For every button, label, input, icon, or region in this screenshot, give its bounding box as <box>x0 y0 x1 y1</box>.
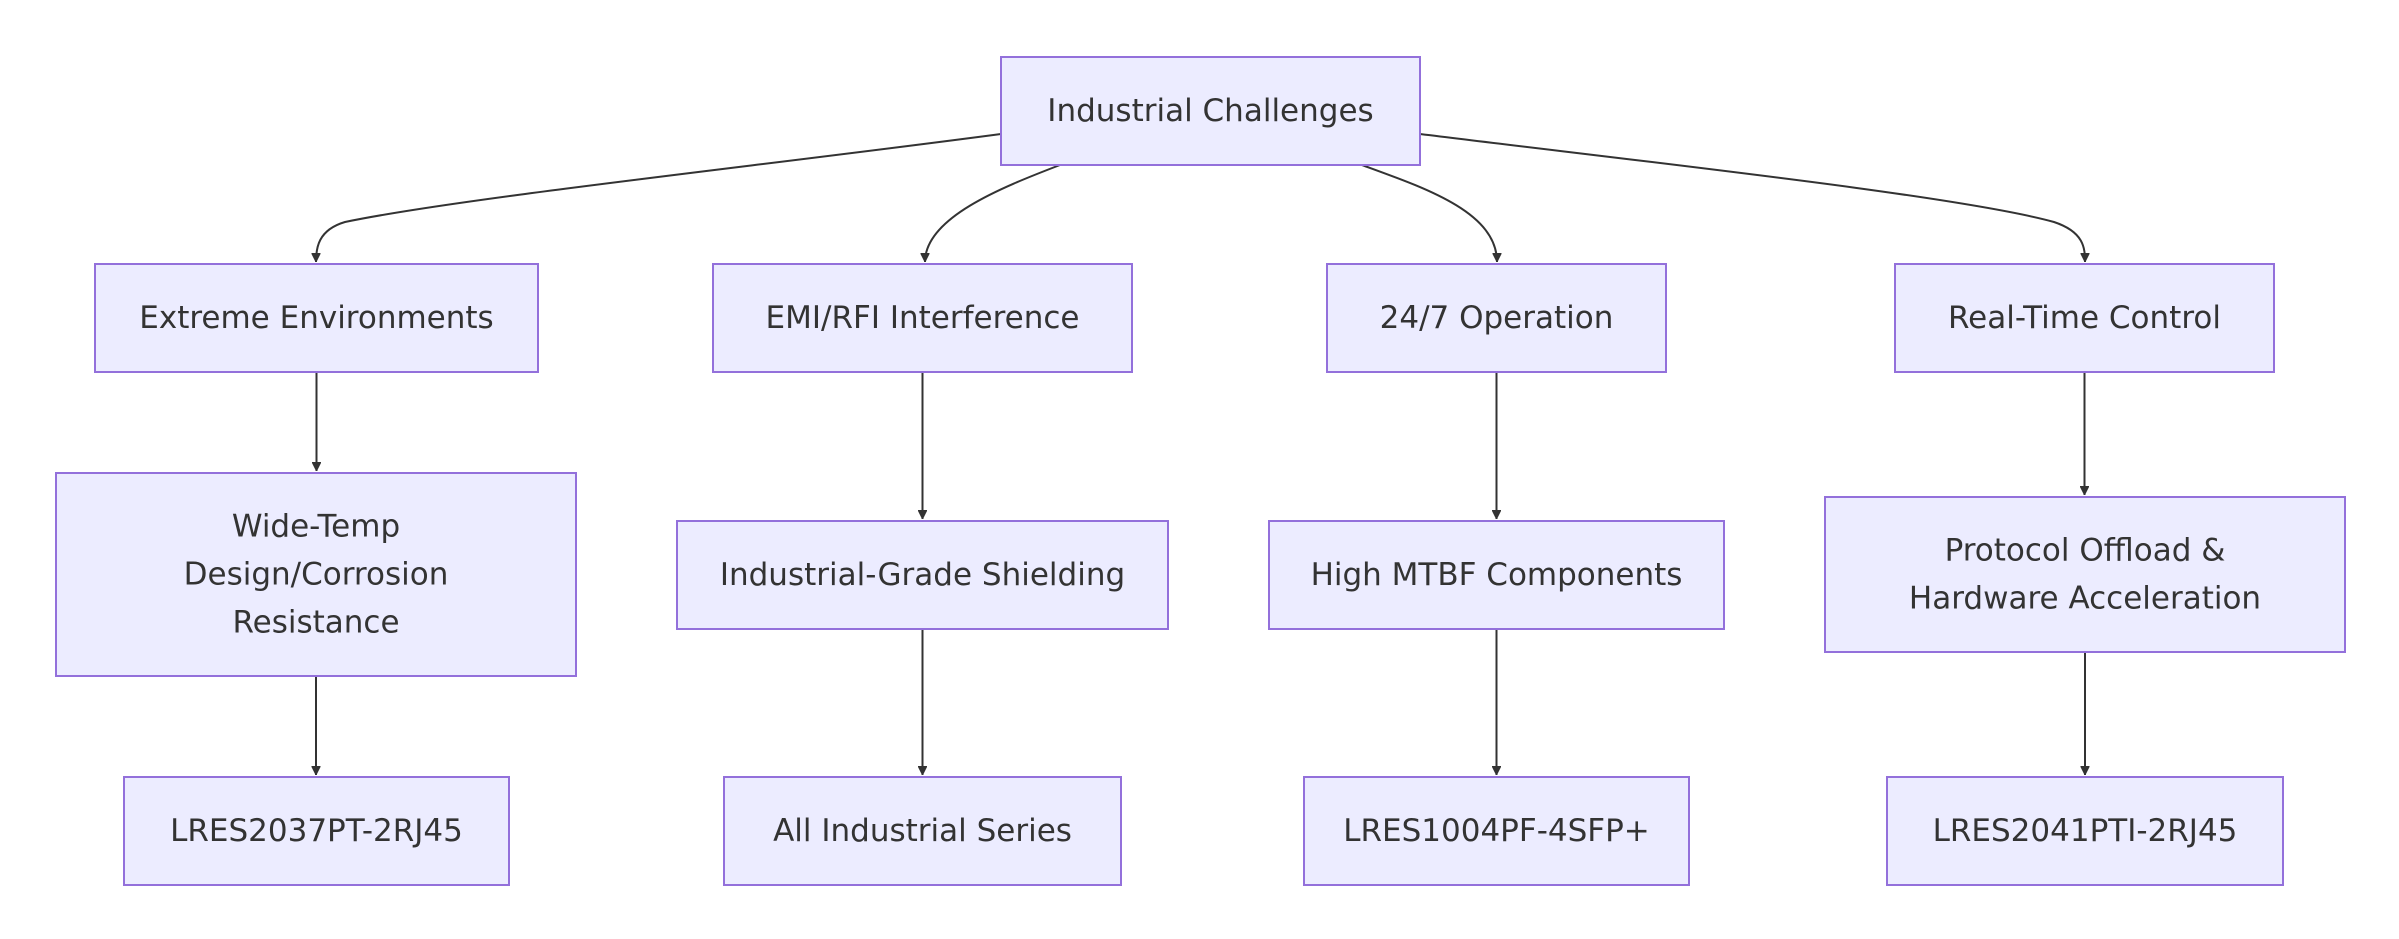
node-label: Real-Time Control <box>1948 300 2221 336</box>
node-lres2041: LRES2041PTI-2RJ45 <box>1886 776 2284 886</box>
node-realtime: Real-Time Control <box>1894 263 2275 373</box>
node-allseries: All Industrial Series <box>723 776 1122 886</box>
node-label: Industrial Challenges <box>1047 93 1373 129</box>
node-extreme: Extreme Environments <box>94 263 539 373</box>
node-box <box>55 472 577 677</box>
node-mtbf: High MTBF Components <box>1268 520 1725 630</box>
node-box <box>1894 263 2275 373</box>
node-label: LRES1004PF-4SFP+ <box>1343 813 1650 849</box>
edge-group <box>925 164 1061 262</box>
node-label: Hardware Acceleration <box>1909 581 2261 617</box>
edge-group <box>1419 133 2085 262</box>
node-box <box>1326 263 1667 373</box>
edge-root-operation <box>1361 164 1497 262</box>
edge-root-extreme <box>316 133 1002 262</box>
node-label: 24/7 Operation <box>1380 300 1614 336</box>
node-root: Industrial Challenges <box>1000 56 1421 166</box>
node-box <box>723 776 1122 886</box>
edge-group <box>1361 164 1497 262</box>
node-label: Wide-Temp <box>232 509 400 545</box>
edge-group <box>316 133 1002 262</box>
node-box <box>94 263 539 373</box>
edge-root-realtime <box>1419 133 2085 262</box>
node-emi: EMI/RFI Interference <box>712 263 1133 373</box>
node-box <box>1886 776 2284 886</box>
node-lres2037: LRES2037PT-2RJ45 <box>123 776 510 886</box>
edges <box>316 133 2085 775</box>
node-box <box>712 263 1133 373</box>
node-label: High MTBF Components <box>1311 557 1683 593</box>
node-label: All Industrial Series <box>773 813 1072 849</box>
node-label: Extreme Environments <box>139 300 493 336</box>
node-label: LRES2037PT-2RJ45 <box>170 813 463 849</box>
node-label: EMI/RFI Interference <box>766 300 1080 336</box>
node-box <box>123 776 510 886</box>
node-box <box>1824 496 2346 653</box>
node-box <box>676 520 1169 630</box>
node-label: LRES2041PTI-2RJ45 <box>1933 813 2238 849</box>
node-offload: Protocol Offload & Hardware Acceleration <box>1824 496 2346 653</box>
node-box <box>1303 776 1690 886</box>
node-label: Resistance <box>232 605 399 641</box>
node-label: Protocol Offload & <box>1945 533 2226 569</box>
edge-root-emi <box>925 164 1061 262</box>
node-label: Design/Corrosion <box>184 557 449 593</box>
node-operation: 24/7 Operation <box>1326 263 1667 373</box>
node-lres1004: LRES1004PF-4SFP+ <box>1303 776 1690 886</box>
node-box <box>1000 56 1421 166</box>
node-box <box>1268 520 1725 630</box>
node-label: Industrial-Grade Shielding <box>720 557 1125 593</box>
node-shielding: Industrial-Grade Shielding <box>676 520 1169 630</box>
